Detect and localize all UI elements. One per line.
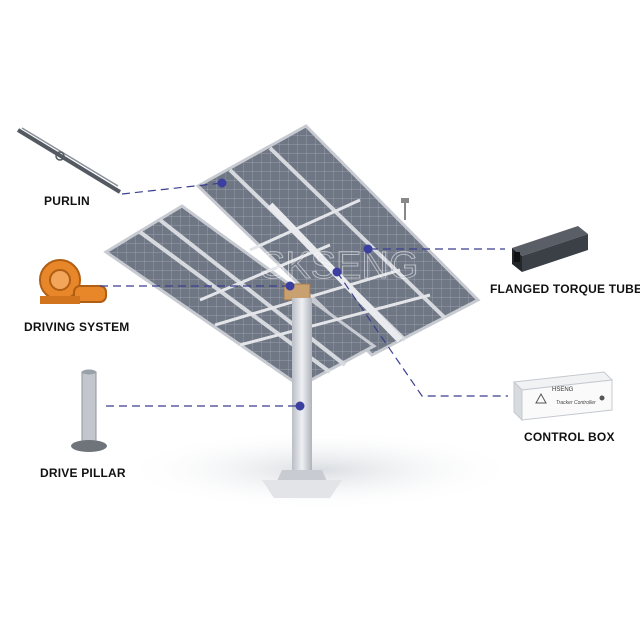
control-box-icon bbox=[512, 371, 614, 422]
label-flanged-torque-tube: FLANGED TORQUE TUBE bbox=[490, 282, 640, 296]
marker-purlin bbox=[217, 178, 227, 188]
purlin-icon bbox=[16, 127, 122, 194]
flanged-torque-tube-icon bbox=[512, 226, 588, 272]
pillar-foundation bbox=[262, 480, 342, 498]
control-box-caption: Tracker Controller bbox=[556, 400, 596, 406]
label-purlin: PURLIN bbox=[44, 194, 90, 208]
marker-driving-system bbox=[285, 281, 295, 291]
marker-drive-pillar bbox=[295, 401, 305, 411]
leader-lines bbox=[100, 182, 508, 407]
control-box-brand: HSENG bbox=[552, 387, 574, 393]
pillar bbox=[292, 298, 312, 476]
watermark: SKSENG bbox=[260, 245, 418, 287]
driving-system-icon bbox=[39, 259, 107, 304]
leader-purlin bbox=[121, 182, 223, 195]
label-drive-pillar: DRIVE PILLAR bbox=[40, 466, 126, 480]
drive-pillar-icon bbox=[71, 369, 107, 452]
label-control-box: CONTROL BOX bbox=[524, 430, 615, 444]
marker-control-box bbox=[332, 267, 342, 277]
marker-torque-tube bbox=[363, 244, 373, 254]
leader-control-box bbox=[336, 271, 508, 397]
label-driving-system: DRIVING SYSTEM bbox=[24, 320, 130, 334]
marker-dots bbox=[217, 178, 373, 411]
panel-upper-right bbox=[195, 124, 481, 357]
